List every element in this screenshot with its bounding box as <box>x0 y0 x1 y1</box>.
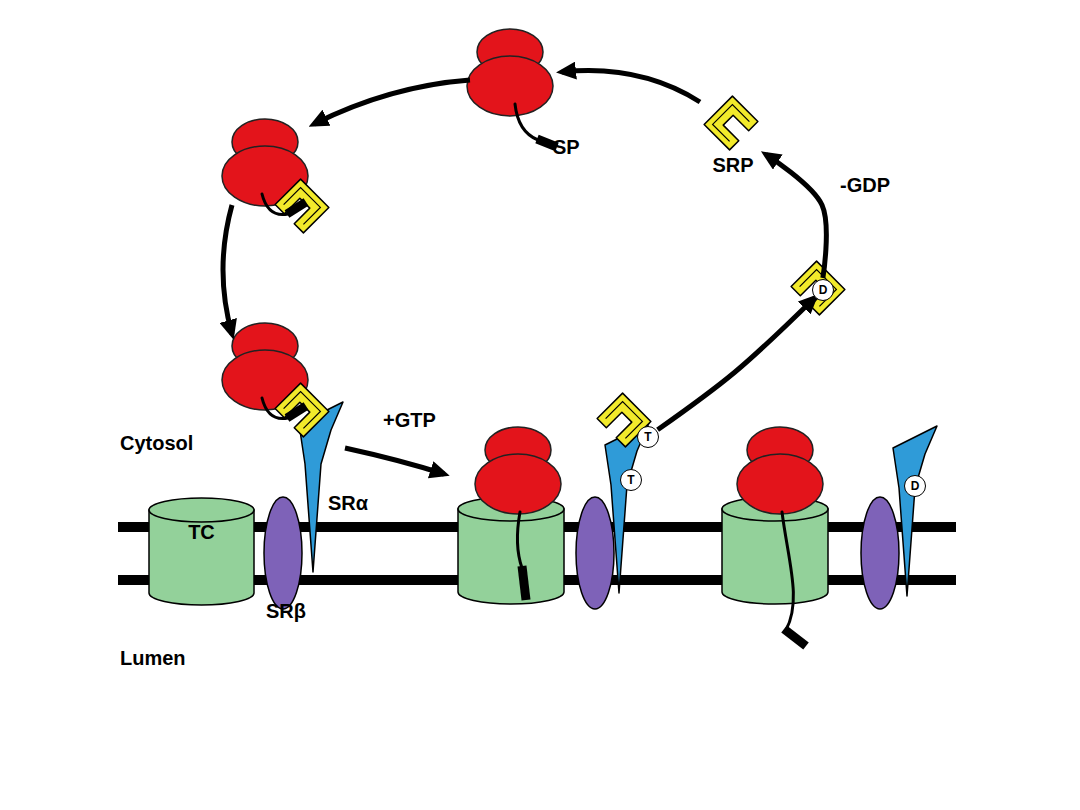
nucleotide-letter: T <box>627 474 634 486</box>
nucleotide-letter: D <box>911 480 920 492</box>
signal-peptide-label: SP <box>553 136 580 158</box>
signal-peptide <box>522 566 526 600</box>
cycle-arrow <box>223 205 232 334</box>
srp-particle <box>791 261 845 315</box>
cycle-arrow <box>345 448 444 474</box>
srp-particle <box>275 383 329 437</box>
sr-alpha-subunit <box>893 426 937 596</box>
nascent-chain <box>262 194 288 215</box>
nascent-chain <box>262 398 288 419</box>
srp-shape <box>700 92 762 154</box>
cylinder-body <box>722 509 828 604</box>
srp-particle-node: SRP <box>700 92 766 177</box>
cycle-arrow <box>562 71 700 102</box>
ribosome-large-subunit <box>737 454 823 514</box>
compartment-label: Cytosol <box>120 432 193 454</box>
node-label: SRP <box>700 154 766 177</box>
nucleotide-letter: D <box>819 284 828 296</box>
translocon-channel: TC <box>148 497 255 609</box>
signal-peptide <box>784 629 806 646</box>
gtp-marker: T <box>620 469 642 491</box>
subunit-label: SRα <box>328 492 368 514</box>
sr-beta-subunit <box>264 497 302 609</box>
nucleotide-letter: T <box>644 431 651 443</box>
srp-particle <box>704 96 758 150</box>
ribosome-large-subunit <box>467 56 553 116</box>
srp-particle <box>275 179 329 233</box>
gdp-marker: D <box>812 279 834 301</box>
step-label: -GDP <box>840 174 890 196</box>
nascent-chain <box>517 512 522 568</box>
compartment-label: Lumen <box>120 647 186 669</box>
step-label: +GTP <box>383 409 436 431</box>
nascent-chain <box>782 512 793 630</box>
signal-peptide <box>287 406 306 418</box>
translocon-shape <box>148 497 255 609</box>
signal-peptide <box>287 202 306 214</box>
sr-beta-subunit <box>576 497 614 609</box>
node-label: TC <box>148 497 255 544</box>
subunit-label: SRβ <box>266 600 306 622</box>
cycle-arrow <box>314 80 470 124</box>
ribosome-large-subunit <box>475 454 561 514</box>
cycle-arrow <box>658 298 815 430</box>
nascent-chain <box>515 104 538 140</box>
sr-alpha-subunit <box>605 423 649 593</box>
gtp-marker: T <box>637 426 659 448</box>
sr-beta-subunit <box>861 497 899 609</box>
cycle-arrow <box>766 155 826 278</box>
gdp-marker: D <box>904 475 926 497</box>
cylinder-top <box>149 498 254 522</box>
cylinder-body <box>458 509 564 604</box>
